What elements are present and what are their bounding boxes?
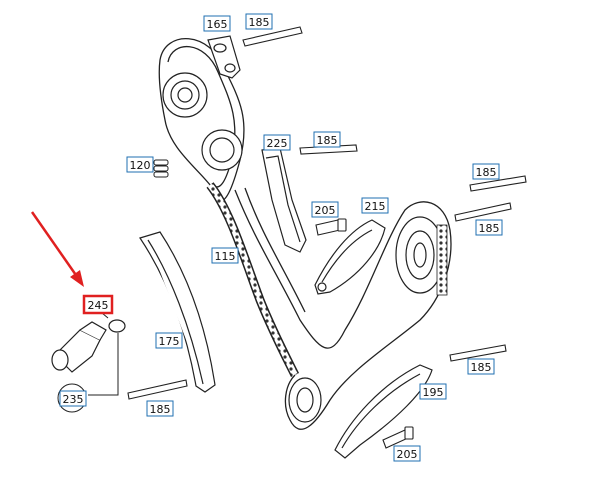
part-label-205[interactable]: 205 bbox=[393, 445, 421, 462]
part-label-text: 165 bbox=[207, 18, 228, 31]
part-label-text: 185 bbox=[479, 222, 500, 235]
part-label-245-highlighted[interactable]: 245 bbox=[82, 294, 114, 315]
right-sprocket bbox=[395, 216, 445, 294]
part-label-text: 185 bbox=[150, 403, 171, 416]
part-label-185[interactable]: 185 bbox=[313, 131, 341, 148]
part-label-text: 185 bbox=[476, 166, 497, 179]
part-label-205[interactable]: 205 bbox=[311, 201, 339, 218]
middle-sprocket bbox=[201, 129, 243, 171]
indicator-arrow bbox=[30, 211, 84, 287]
part-label-185[interactable]: 185 bbox=[467, 358, 495, 375]
part-label-165[interactable]: 165 bbox=[203, 15, 231, 32]
part-label-235[interactable]: 235 bbox=[57, 383, 87, 413]
part-195-guide bbox=[334, 364, 433, 459]
part-label-text: 205 bbox=[397, 448, 418, 461]
part-175-guide-rail bbox=[139, 231, 216, 393]
part-label-text: 185 bbox=[317, 134, 338, 147]
part-label-text: 245 bbox=[88, 299, 109, 312]
part-245-tensioner bbox=[51, 319, 126, 373]
upper-sprocket bbox=[162, 72, 208, 118]
part-215-tensioner-rail bbox=[314, 219, 386, 295]
part-label-text: 215 bbox=[365, 200, 386, 213]
part-label-text: 185 bbox=[471, 361, 492, 374]
part-120-links bbox=[153, 159, 169, 178]
part-label-text: 185 bbox=[249, 16, 270, 29]
part-label-120[interactable]: 120 bbox=[126, 156, 154, 173]
part-label-text: 175 bbox=[159, 335, 180, 348]
part-label-text: 115 bbox=[215, 250, 236, 263]
part-label-text: 225 bbox=[267, 137, 288, 150]
part-label-text: 235 bbox=[63, 393, 84, 406]
part-label-185[interactable]: 185 bbox=[472, 163, 500, 180]
part-label-text: 120 bbox=[130, 159, 151, 172]
part-label-115[interactable]: 115 bbox=[211, 247, 239, 264]
part-225-guide bbox=[261, 147, 307, 253]
part-label-185[interactable]: 185 bbox=[475, 219, 503, 236]
part-205-bolts bbox=[315, 218, 414, 449]
right-chain-links bbox=[436, 224, 448, 296]
main-chain bbox=[206, 182, 300, 378]
part-label-195[interactable]: 195 bbox=[419, 383, 447, 400]
part-label-185[interactable]: 185 bbox=[146, 400, 174, 417]
crank-sprocket bbox=[288, 377, 322, 423]
part-label-175[interactable]: 175 bbox=[155, 332, 183, 349]
part-label-215[interactable]: 215 bbox=[361, 197, 389, 214]
part-235-leader bbox=[88, 333, 119, 396]
lower-chain-loop bbox=[234, 187, 452, 430]
part-label-text: 205 bbox=[315, 204, 336, 217]
part-label-text: 195 bbox=[423, 386, 444, 399]
part-label-225[interactable]: 225 bbox=[263, 134, 291, 151]
part-label-185[interactable]: 185 bbox=[245, 13, 273, 30]
part-165-guide bbox=[207, 35, 241, 79]
